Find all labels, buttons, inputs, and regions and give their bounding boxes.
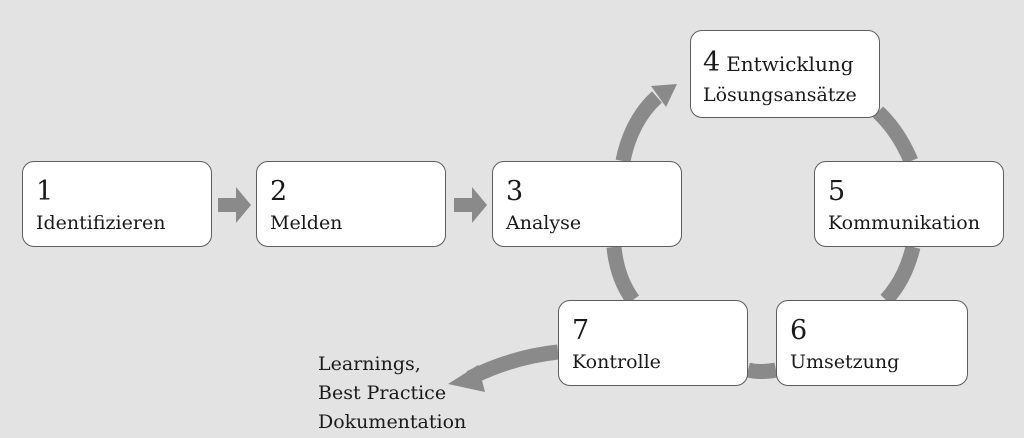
arrow-2-to-3 — [454, 187, 487, 223]
arrow-7-to-outcome-head — [448, 365, 485, 392]
step-7-number: 7 — [572, 315, 590, 346]
step-1-label: Identifizieren — [36, 212, 166, 234]
step-6-number: 6 — [790, 315, 808, 346]
step-1-box: 1 Identifizieren — [22, 161, 212, 247]
step-1-number: 1 — [36, 176, 54, 207]
step-4-number: 4 — [703, 47, 721, 78]
step-2-box: 2 Melden — [256, 161, 446, 247]
step-5-box: 5 Kommunikation — [814, 161, 1004, 247]
arrow-7-to-outcome — [466, 344, 559, 385]
arrow-7-to-3 — [606, 246, 640, 305]
step-7-box: 7 Kontrolle — [558, 300, 748, 386]
arrow-3-to-4 — [615, 91, 663, 163]
arrow-1-to-2 — [218, 187, 251, 223]
step-2-label: Melden — [270, 212, 343, 234]
outcome-line-3: Dokumentation — [318, 411, 467, 433]
outcome-line-2: Best Practice — [318, 382, 447, 404]
step-5-number: 5 — [828, 176, 846, 207]
step-3-number: 3 — [506, 176, 524, 207]
arrow-4-to-5 — [872, 106, 918, 165]
outcome-text: Learnings, Best Practice Dokumentation — [318, 350, 466, 437]
step-2-number: 2 — [270, 176, 288, 207]
arrow-3-to-4-head — [651, 84, 677, 107]
step-4-label: Entwicklung — [726, 52, 854, 76]
step-6-label: Umsetzung — [790, 351, 900, 373]
arrows — [218, 84, 921, 392]
step-3-label: Analyse — [506, 212, 582, 234]
step-4-label-2: Lösungsansätze — [703, 84, 857, 106]
arrow-6-to-7 — [746, 362, 778, 379]
step-7-label: Kontrolle — [572, 351, 661, 373]
arrow-5-to-6 — [880, 245, 921, 306]
step-5-label: Kommunikation — [828, 212, 980, 234]
outcome-line-1: Learnings, — [318, 353, 421, 375]
step-6-box: 6 Umsetzung — [776, 300, 968, 386]
step-3-box: 3 Analyse — [492, 161, 682, 247]
